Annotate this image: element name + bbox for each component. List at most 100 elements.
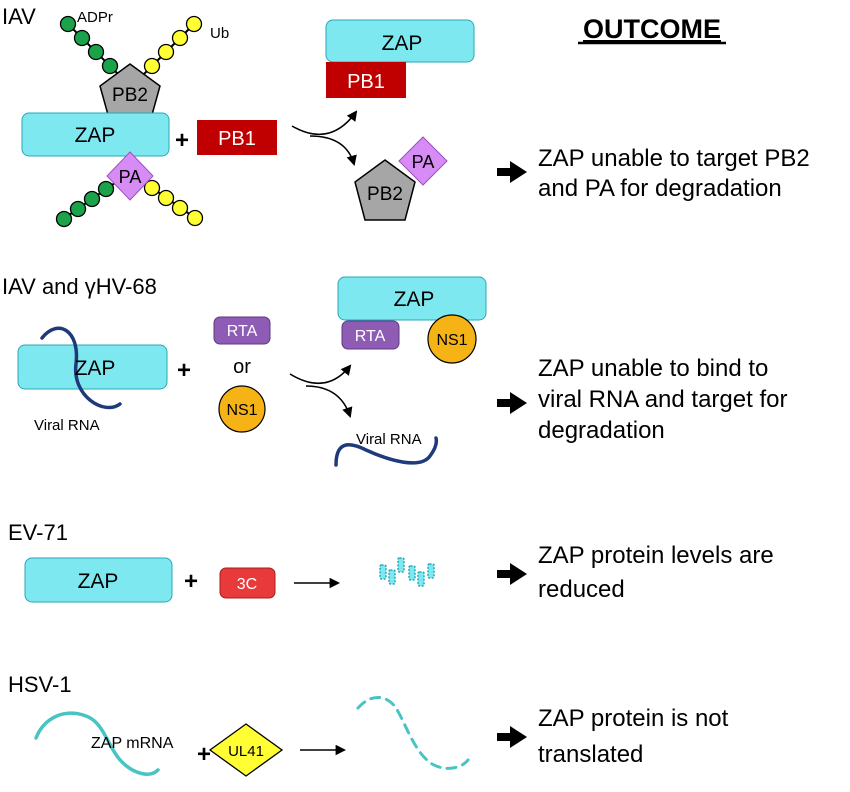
zap-fragment bbox=[397, 557, 405, 573]
ub-bead bbox=[185, 15, 203, 33]
pb2-label: PB2 bbox=[112, 85, 148, 106]
product-ns1-label: NS1 bbox=[436, 332, 467, 349]
outcome-arrow bbox=[497, 563, 527, 585]
zap-mrna-strand bbox=[34, 711, 160, 776]
zap-box bbox=[21, 112, 170, 157]
panel-title: IAV bbox=[2, 4, 36, 29]
adpr-bead bbox=[87, 43, 105, 61]
product-pb2-pentagon bbox=[354, 159, 416, 221]
zap-fragment bbox=[388, 569, 396, 585]
outcome-line: ZAP protein is not bbox=[538, 705, 729, 732]
panel-hsv1: HSV-1 ZAP mRNA + UL41 ZAP protein is not… bbox=[8, 672, 729, 777]
ub-bead bbox=[186, 209, 204, 227]
ub-chain-bottom bbox=[137, 177, 204, 227]
product-rta-box bbox=[341, 320, 400, 350]
outcome-line: viral RNA and target for bbox=[538, 386, 787, 413]
zap-fragment bbox=[417, 571, 425, 587]
split-arrow-down bbox=[305, 385, 353, 418]
viral-rna-strand bbox=[40, 326, 122, 410]
zap-mrna-label: ZAP mRNA bbox=[91, 735, 174, 752]
outcome-line: ZAP unable to bind to bbox=[538, 355, 768, 382]
panel-ev71: EV-71 ZAP + 3C ZAP protein levels are re… bbox=[8, 520, 774, 603]
ul41-diamond bbox=[208, 723, 284, 777]
pa-diamond bbox=[106, 151, 154, 201]
zap-fragment bbox=[379, 564, 387, 580]
outcome-arrow bbox=[497, 392, 527, 414]
ub-bead bbox=[171, 199, 189, 217]
plus-sign: + bbox=[197, 741, 211, 768]
c3-label: 3C bbox=[237, 576, 257, 593]
product-zap-label: ZAP bbox=[382, 32, 423, 55]
zap-label: ZAP bbox=[75, 124, 116, 147]
ub-label: Ub bbox=[210, 25, 229, 42]
product-ns1-circle bbox=[427, 314, 477, 364]
adpr-bead bbox=[83, 190, 101, 208]
ub-bead bbox=[143, 57, 161, 75]
product-rta-label: RTA bbox=[355, 328, 386, 345]
plus-sign: + bbox=[175, 127, 189, 154]
ub-bead bbox=[171, 29, 189, 47]
panel-title: IAV and γHV-68 bbox=[2, 274, 157, 299]
product-viral-rna-label: Viral RNA bbox=[356, 431, 422, 448]
zap-fragment bbox=[408, 565, 416, 581]
ub-bead bbox=[143, 179, 161, 197]
degraded-mrna-strand bbox=[356, 696, 470, 770]
panel-iav-ghv68: IAV and γHV-68 ZAP Viral RNA + RTA or NS… bbox=[2, 274, 787, 467]
outcome-arrow bbox=[497, 161, 527, 183]
ub-bead bbox=[157, 189, 175, 207]
plus-sign: + bbox=[177, 357, 191, 384]
pb1-label: PB1 bbox=[218, 128, 256, 150]
product-pa-label: PA bbox=[412, 152, 435, 172]
adpr-bead bbox=[73, 29, 91, 47]
zap-fragment bbox=[427, 563, 435, 579]
outcome-line: and PA for degradation bbox=[538, 175, 782, 202]
panel-title: HSV-1 bbox=[8, 672, 72, 697]
product-pb1-box bbox=[326, 62, 406, 98]
adpr-bead bbox=[97, 180, 115, 198]
zap-box bbox=[17, 344, 168, 390]
split-arrow-up bbox=[289, 364, 352, 385]
adpr-bead bbox=[101, 57, 119, 75]
adpr-label: ADPr bbox=[77, 9, 113, 26]
ns1-label: NS1 bbox=[226, 402, 257, 419]
pb1-box bbox=[197, 120, 277, 155]
outcome-line: degradation bbox=[538, 417, 665, 444]
rta-label: RTA bbox=[227, 323, 258, 340]
ub-bead bbox=[157, 43, 175, 61]
outcome-line: ZAP unable to target PB2 bbox=[538, 145, 810, 172]
split-arrow-down bbox=[309, 135, 357, 167]
ub-chain-top bbox=[139, 15, 203, 79]
outcome-line: translated bbox=[538, 741, 643, 768]
ns1-circle bbox=[218, 385, 266, 433]
rta-box bbox=[213, 316, 271, 345]
outcome-line: ZAP protein levels are bbox=[538, 542, 774, 569]
or-label: or bbox=[233, 356, 251, 378]
adpr-bead bbox=[55, 210, 73, 228]
product-viral-rna-strand bbox=[334, 436, 439, 467]
adpr-bead bbox=[69, 200, 87, 218]
product-zap-label: ZAP bbox=[394, 288, 435, 311]
zap-box bbox=[24, 557, 173, 603]
outcome-line: reduced bbox=[538, 576, 625, 603]
product-pb1-label: PB1 bbox=[347, 71, 385, 93]
zap-label: ZAP bbox=[75, 357, 116, 380]
zap-fragments bbox=[379, 557, 435, 587]
pa-label: PA bbox=[119, 167, 142, 187]
panel-title: EV-71 bbox=[8, 520, 68, 545]
split-arrow-up bbox=[291, 110, 358, 135]
panel-iav: IAV ADPr Ub PB2 ZAP bbox=[2, 4, 810, 228]
adpr-chain-top bbox=[59, 15, 123, 79]
plus-sign: + bbox=[184, 568, 198, 595]
zap-label: ZAP bbox=[78, 570, 119, 593]
adpr-bead bbox=[59, 15, 77, 33]
ul41-label: UL41 bbox=[228, 743, 264, 760]
product-pb2-label: PB2 bbox=[367, 184, 403, 205]
product-pa-diamond bbox=[398, 136, 448, 186]
c3-box bbox=[219, 567, 276, 599]
product-zap-box bbox=[337, 276, 487, 321]
outcome-header: OUTCOME bbox=[583, 14, 721, 44]
adpr-chain-bottom bbox=[55, 177, 123, 228]
viral-rna-label: Viral RNA bbox=[34, 417, 100, 434]
outcome-arrow bbox=[497, 726, 527, 748]
